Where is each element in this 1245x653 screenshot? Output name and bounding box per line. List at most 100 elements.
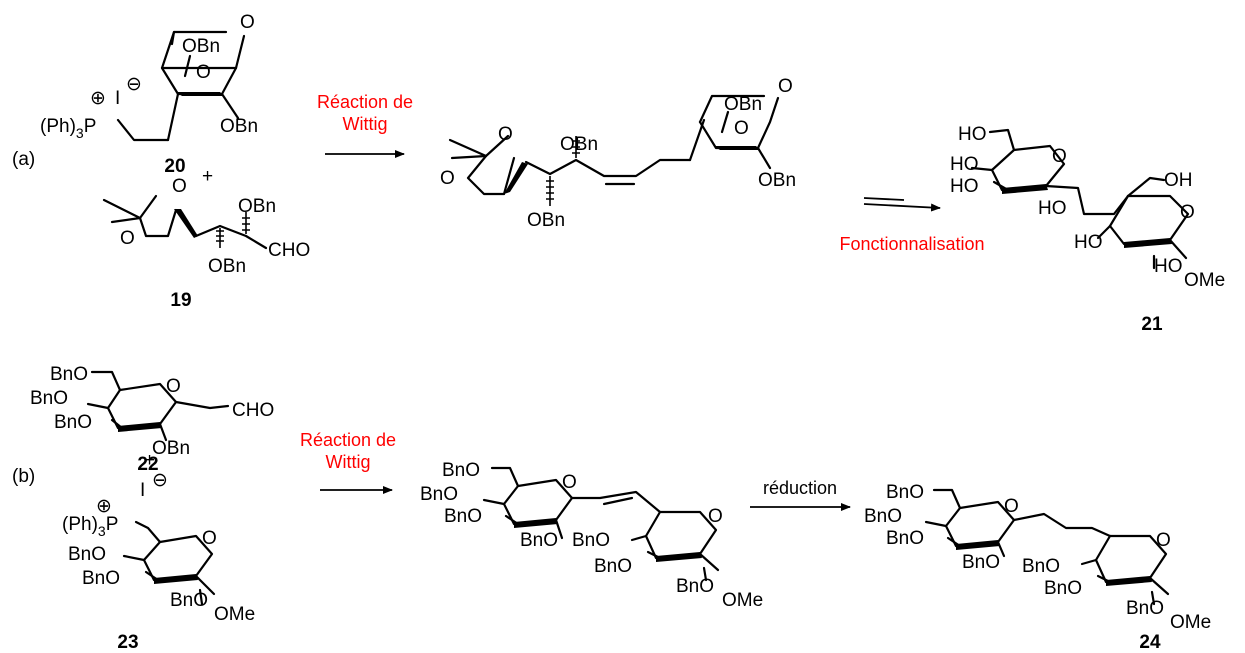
ho-top: HO	[958, 124, 987, 145]
obn-down: OBn	[527, 210, 565, 231]
iodide-ion: I	[115, 88, 120, 109]
bno-top: BnO	[886, 482, 924, 503]
compound-21-bonds	[970, 128, 1190, 270]
bridge-oxygen: O	[734, 118, 749, 139]
compound-19-bonds	[102, 194, 268, 250]
ring-oxygen-1: O	[1004, 496, 1019, 517]
ring-oxygen: O	[778, 76, 793, 97]
compound-21: HO HO HO O HO OH O HO HO OMe 21	[950, 124, 1225, 335]
bno-6: BnO	[1126, 598, 1164, 619]
bno-5: BnO	[594, 556, 632, 577]
compound-id-21: 21	[1141, 314, 1163, 335]
panel-label-b: (b)	[12, 466, 35, 487]
compound-19: O O OBn CHO OBn 19	[102, 176, 310, 311]
step-b1-label-line2: Wittig	[326, 452, 371, 472]
bno-3: BnO	[520, 530, 558, 551]
bno-top: BnO	[442, 460, 480, 481]
phosphonium-charge: ⊕	[90, 88, 106, 109]
step-b1-label-line1: Réaction de	[300, 430, 396, 450]
dioxolane-oxygen-top: O	[172, 176, 187, 197]
obn-top: OBn	[182, 36, 220, 57]
phosphonium-subscript: 3	[98, 523, 106, 539]
plus-sign: +	[202, 166, 213, 187]
compound-id-22: 22	[137, 454, 158, 475]
phosphonium-subscript: 3	[76, 125, 84, 141]
arrow-a2	[863, 203, 941, 212]
ring-oxygen-2: O	[1180, 202, 1195, 223]
iodide-charge: ⊖	[152, 470, 168, 491]
dioxolane-oxygen-left: O	[120, 228, 135, 249]
compound-23-bonds	[122, 520, 216, 606]
bno-4: BnO	[1022, 556, 1060, 577]
dioxolane-oxygen-left: O	[440, 168, 455, 189]
bno-1: BnO	[420, 484, 458, 505]
ho-1: HO	[950, 154, 979, 175]
obn: OBn	[152, 438, 190, 459]
panel-b: (b) BnO BnO BnO O CHO OBn 22	[12, 364, 1211, 653]
compound-20: O OBn O OBn ⊕ I ⊖ (Ph)3P 20	[40, 12, 258, 177]
compound-id-19: 19	[170, 290, 191, 311]
ho-5: HO	[1154, 256, 1183, 277]
obn-down: OBn	[208, 256, 246, 277]
step-a1-label-line2: Wittig	[343, 114, 388, 134]
ho-2: HO	[950, 176, 979, 197]
intermediate-a: O O OBn OBn O OBn O OBn	[440, 76, 796, 231]
phosphonium-label: (Ph)	[40, 116, 76, 137]
ring-oxygen: O	[202, 528, 217, 549]
ring-oxygen-2: O	[708, 506, 723, 527]
bno-2: BnO	[886, 528, 924, 549]
bno-1: BnO	[68, 544, 106, 565]
methoxy: OMe	[722, 590, 763, 611]
ho-4: HO	[1074, 232, 1103, 253]
bno-6: BnO	[676, 576, 714, 597]
compound-id-20: 20	[164, 156, 185, 177]
ring-oxygen: O	[240, 12, 255, 33]
bno-3: BnO	[170, 590, 208, 611]
bno-1: BnO	[30, 388, 68, 409]
iodide-charge: ⊖	[126, 74, 142, 95]
obn-up: OBn	[238, 196, 276, 217]
step-a1-label-line1: Réaction de	[317, 92, 413, 112]
ring-oxygen: O	[166, 376, 181, 397]
panel-label-a: (a)	[12, 149, 35, 170]
compound-23: + ⊕ I ⊖ (Ph)3P BnO BnO O BnO OMe 23	[62, 450, 255, 653]
methoxy: OMe	[1184, 270, 1225, 291]
hydroxyl: OH	[1164, 170, 1193, 191]
compound-24: BnO BnO BnO O BnO BnO BnO O BnO OMe 24	[864, 482, 1211, 653]
intermediate-b: BnO BnO BnO O BnO BnO BnO O BnO OMe	[420, 460, 763, 611]
phosphonium-label: (Ph)	[62, 514, 98, 535]
step-b2-label: réduction	[763, 478, 837, 498]
bno-2: BnO	[82, 568, 120, 589]
iodide-ion: I	[140, 480, 145, 501]
plus-sign: +	[144, 450, 155, 471]
obn-up: OBn	[560, 134, 598, 155]
phosphorus-atom: P	[106, 514, 119, 535]
bno-1: BnO	[864, 506, 902, 527]
compound-22-bonds	[86, 370, 230, 442]
ring-oxygen-1: O	[1052, 146, 1067, 167]
compound-22: BnO BnO BnO O CHO OBn 22	[30, 364, 274, 475]
phosphonium-group: (Ph)3P	[40, 116, 96, 141]
obn-top: OBn	[724, 94, 762, 115]
bridge-oxygen: O	[196, 62, 211, 83]
intermediate-a-bonds	[448, 94, 780, 206]
ring-oxygen-1: O	[562, 472, 577, 493]
step-a2-label: Fonctionnalisation	[839, 234, 984, 254]
bno-2: BnO	[54, 412, 92, 433]
dioxolane-oxygen-top: O	[498, 124, 513, 145]
ring-oxygen-2: O	[1156, 530, 1171, 551]
bno-5: BnO	[1044, 578, 1082, 599]
methoxy: OMe	[214, 604, 255, 625]
phosphonium-group: (Ph)3P	[62, 514, 118, 539]
phosphonium-charge: ⊕	[96, 496, 112, 517]
panel-a: (a) O OBn O OBn ⊕ I ⊖ (Ph)3P 20	[12, 12, 1225, 335]
bno-4: BnO	[572, 530, 610, 551]
bno-2: BnO	[444, 506, 482, 527]
obn-bottom: OBn	[220, 116, 258, 137]
intermediate-b-bonds	[482, 466, 720, 582]
compound-id-24: 24	[1139, 632, 1161, 653]
compound-20-bonds	[116, 30, 246, 142]
arrow-a2-tail	[863, 197, 905, 201]
phosphorus-atom: P	[84, 116, 97, 137]
